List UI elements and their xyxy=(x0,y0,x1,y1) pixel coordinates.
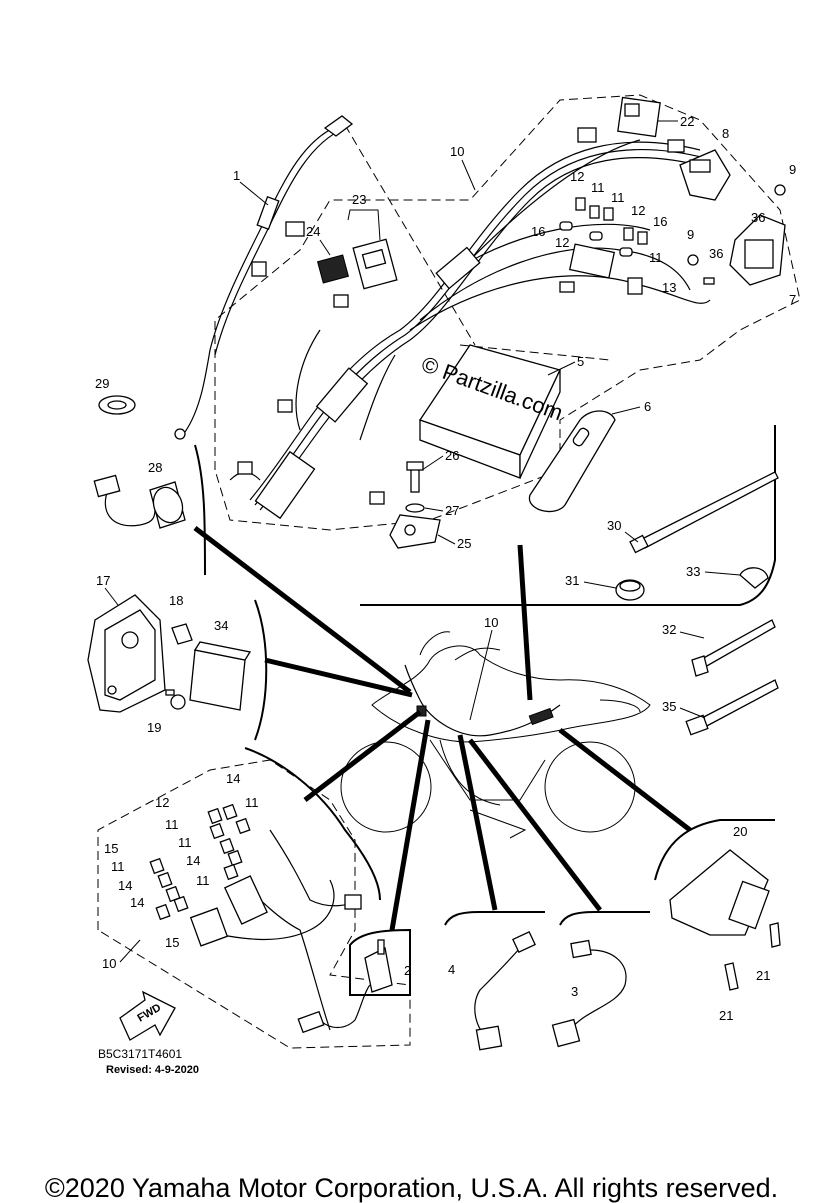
callout-15b: 15 xyxy=(165,935,179,950)
starter-relay-7 xyxy=(687,184,786,286)
lower-harness-group xyxy=(97,747,411,1049)
battery-5 xyxy=(418,344,561,479)
callout-11d: 11 xyxy=(245,795,259,810)
clamp-33 xyxy=(739,567,769,589)
callout-27: 27 xyxy=(445,503,459,518)
battery-lead-1 xyxy=(174,115,354,440)
callout-14c: 14 xyxy=(118,878,132,893)
forward-arrow: FWD xyxy=(119,990,176,1041)
relay-assembly-23 xyxy=(316,238,398,290)
callout-2: 2 xyxy=(404,963,411,978)
callout-16b: 16 xyxy=(653,214,667,229)
clamp-31 xyxy=(615,579,645,601)
callout-31: 31 xyxy=(565,573,579,588)
callout-35: 35 xyxy=(662,699,676,714)
callout-9a: 9 xyxy=(789,162,796,177)
callout-11e: 11 xyxy=(165,817,179,832)
callout-21a: 21 xyxy=(756,968,770,983)
callout-11c: 11 xyxy=(649,250,663,265)
figure-code: B5C3171T4601 xyxy=(98,1047,182,1061)
callout-17: 17 xyxy=(96,573,110,588)
callout-20: 20 xyxy=(733,824,747,839)
callout-33: 33 xyxy=(686,564,700,579)
callout-14b: 14 xyxy=(186,853,200,868)
callout-6: 6 xyxy=(644,399,651,414)
frame-upper-main xyxy=(360,425,776,606)
callout-9b: 9 xyxy=(687,227,694,242)
callout-12d: 12 xyxy=(155,795,169,810)
callout-12a: 12 xyxy=(570,169,584,184)
callout-11f: 11 xyxy=(178,835,192,850)
sensor-3 xyxy=(551,911,650,1048)
callout-10c: 10 xyxy=(102,956,116,971)
clip-18 xyxy=(171,623,193,645)
callout-12b: 12 xyxy=(631,203,645,218)
callout-23: 23 xyxy=(352,192,366,207)
main-harness-group xyxy=(214,94,801,531)
callout-16a: 16 xyxy=(531,224,545,239)
callout-36a: 36 xyxy=(751,210,765,225)
rectifier-20 xyxy=(654,819,781,991)
ecu-34 xyxy=(189,641,252,711)
callout-29: 29 xyxy=(95,376,109,391)
bracket-frame-mid xyxy=(254,599,268,741)
copyright-notice: ©2020 Yamaha Motor Corporation, U.S.A. A… xyxy=(44,1173,779,1203)
band-35 xyxy=(685,679,779,736)
battery-band-6 xyxy=(529,410,616,513)
motorcycle-silhouette xyxy=(340,631,651,839)
callout-14d: 14 xyxy=(130,895,144,910)
callout-28: 28 xyxy=(148,460,162,475)
callout-22: 22 xyxy=(680,114,694,129)
sensor-2 xyxy=(349,928,411,996)
callout-11g: 11 xyxy=(196,873,210,888)
cover-17 xyxy=(87,594,166,713)
connector-22 xyxy=(617,96,661,138)
wire-harness-main xyxy=(229,127,711,520)
callout-11b: 11 xyxy=(611,190,625,205)
callout-12c: 12 xyxy=(555,235,569,250)
cable-tie-30 xyxy=(629,471,779,554)
bolt-19 xyxy=(165,689,186,710)
callout-4: 4 xyxy=(448,962,455,977)
callout-19: 19 xyxy=(147,720,161,735)
revision-date: Revised: 4-9-2020 xyxy=(106,1064,199,1076)
socket-28 xyxy=(93,474,186,529)
callout-21b: 21 xyxy=(719,1008,733,1023)
callout-labels: 1 2 3 4 5 6 7 8 9 9 10 10 10 11 11 11 11… xyxy=(95,114,796,1023)
bolt-washer-bracket xyxy=(389,461,441,549)
callout-25: 25 xyxy=(457,536,471,551)
callout-36b: 36 xyxy=(709,246,723,261)
callout-24: 24 xyxy=(306,224,320,239)
sensor-4 xyxy=(444,911,545,1051)
callout-1: 1 xyxy=(233,168,240,183)
callout-7: 7 xyxy=(789,292,796,307)
relay-8 xyxy=(679,149,731,201)
bracket-frame-left xyxy=(194,444,206,576)
callout-14a: 14 xyxy=(226,771,240,786)
leader-lines xyxy=(193,526,692,931)
callout-30: 30 xyxy=(607,518,621,533)
fuse-cluster-upper xyxy=(559,197,648,295)
callout-13: 13 xyxy=(662,280,676,295)
callout-10b: 10 xyxy=(484,615,498,630)
callout-18: 18 xyxy=(169,593,183,608)
callout-15a: 15 xyxy=(104,841,118,856)
callout-34: 34 xyxy=(214,618,228,633)
callout-11a: 11 xyxy=(591,180,605,195)
callout-3: 3 xyxy=(571,984,578,999)
band-32 xyxy=(691,619,776,677)
callout-32: 32 xyxy=(662,622,676,637)
callout-26: 26 xyxy=(445,448,459,463)
callout-11h: 11 xyxy=(111,859,125,874)
callout-8: 8 xyxy=(722,126,729,141)
grommet-29 xyxy=(98,395,136,415)
callout-10a: 10 xyxy=(450,144,464,159)
callout-5: 5 xyxy=(577,354,584,369)
